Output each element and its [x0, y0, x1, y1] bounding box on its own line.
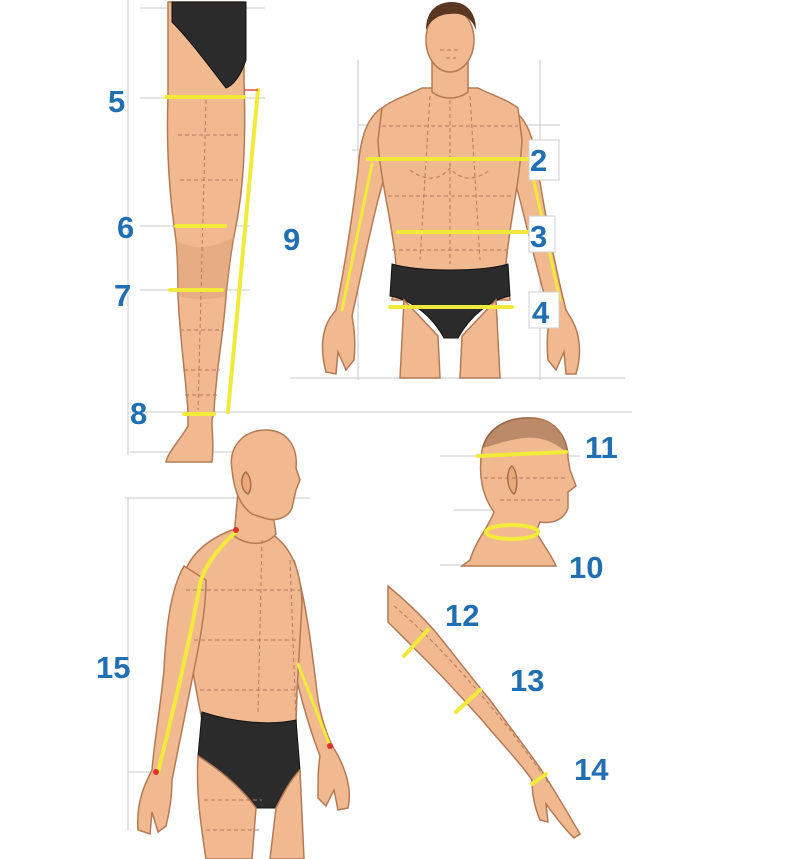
head-profile-figure: [459, 417, 577, 567]
measure-line-11: [476, 450, 568, 458]
measure-line-back-arm: [296, 662, 332, 748]
measure-line-14: [530, 772, 548, 786]
label-6: 6: [117, 210, 135, 245]
side-figure: [137, 429, 350, 859]
label-8: 8: [130, 396, 148, 431]
label-10: 10: [569, 550, 604, 585]
measure-line-13: [454, 688, 482, 714]
measure-line-15: [156, 528, 240, 774]
label-4: 4: [532, 295, 550, 330]
label-5: 5: [108, 84, 126, 119]
measure-line-12: [402, 628, 430, 658]
front-figure: [321, 2, 581, 379]
measure-line-arm-left: [340, 162, 374, 312]
label-2: 2: [530, 143, 548, 178]
label-3: 3: [530, 219, 548, 254]
arm-figure: [387, 584, 582, 839]
label-7: 7: [114, 278, 132, 313]
label-9: 9: [283, 222, 301, 257]
measure-line-9: [226, 88, 260, 414]
leg-figure: [164, 1, 260, 463]
label-12: 12: [445, 598, 480, 633]
label-11: 11: [585, 430, 618, 465]
measure-line-10: [484, 523, 540, 541]
label-13: 13: [510, 663, 545, 698]
label-15: 15: [96, 650, 131, 685]
label-14: 14: [574, 752, 609, 787]
